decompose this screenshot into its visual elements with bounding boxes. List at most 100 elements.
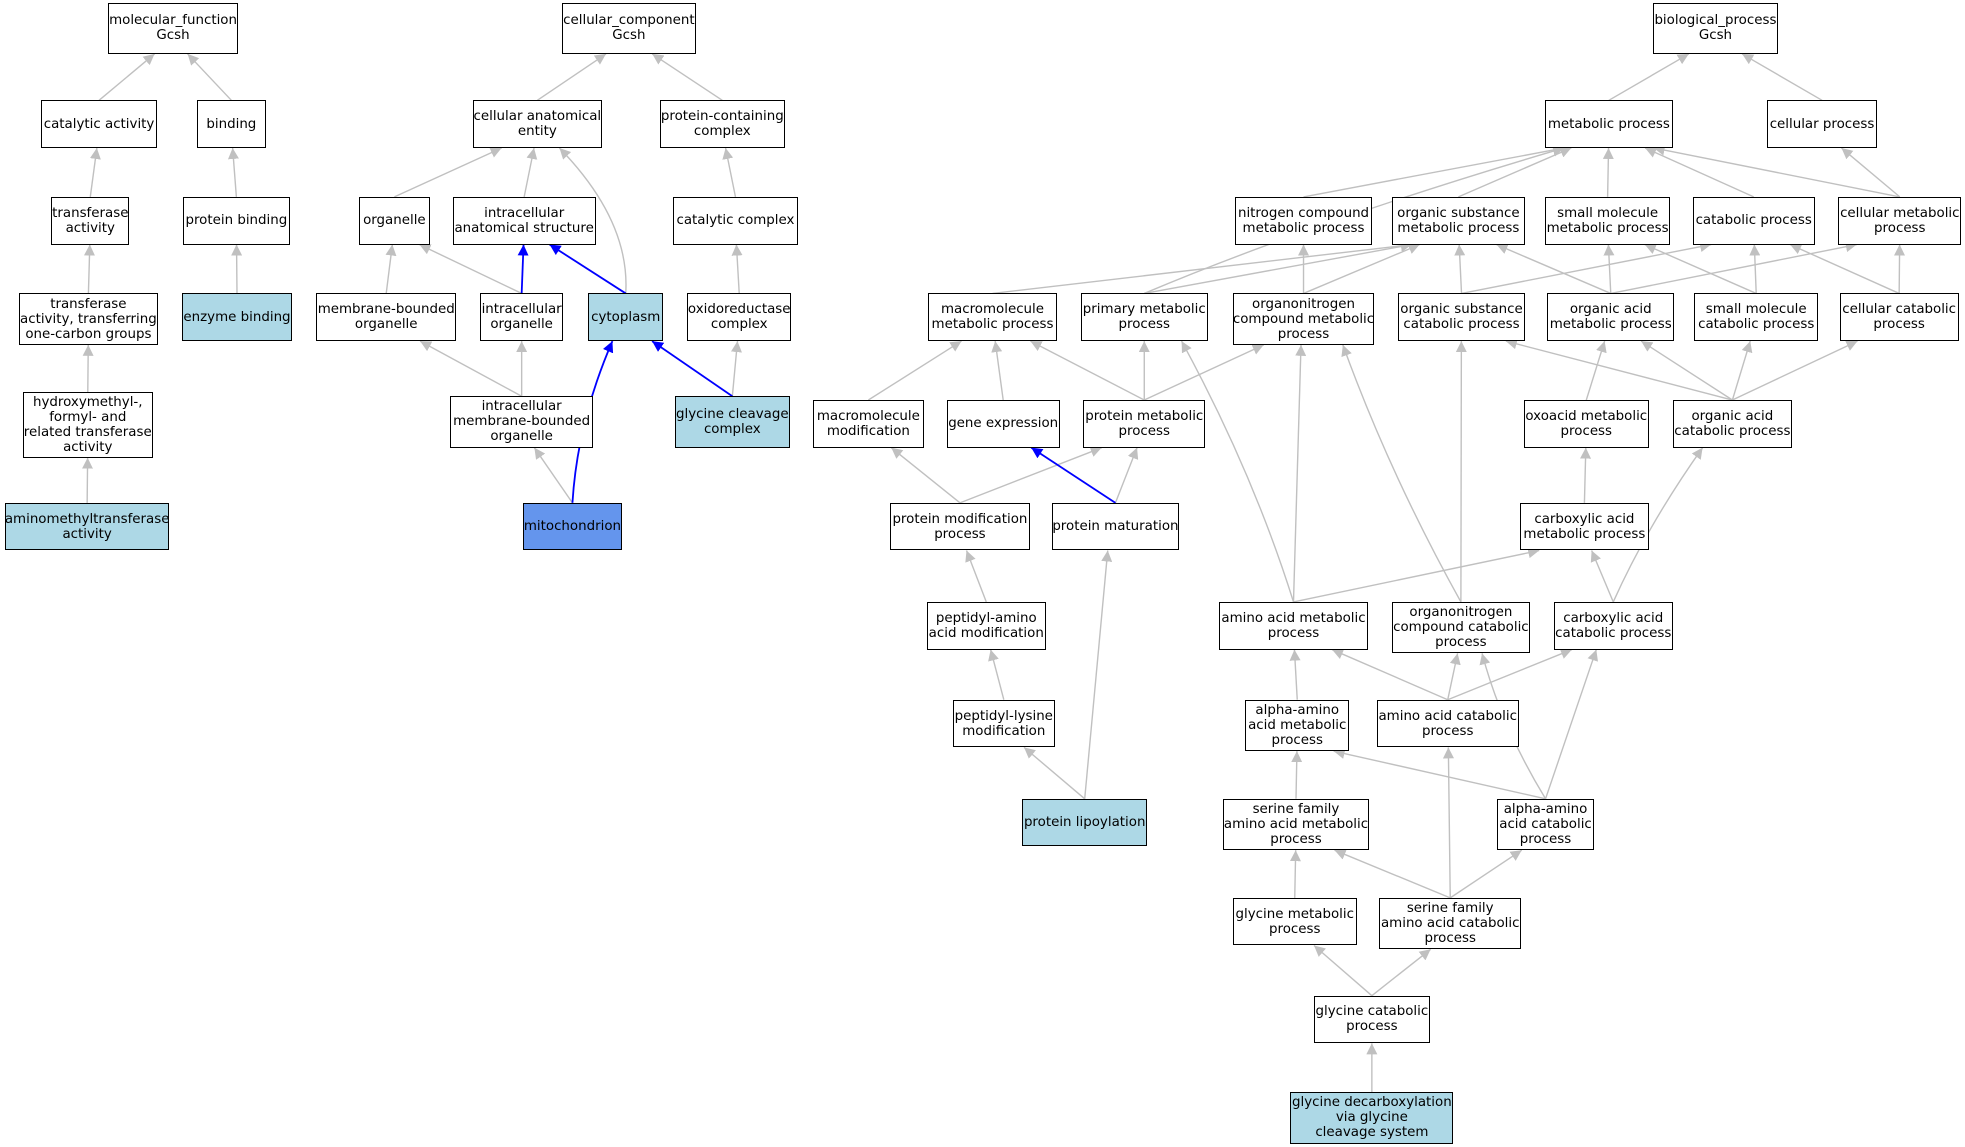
- edge-pam-to-pmod: [965, 550, 987, 603]
- edge-oscp-to-catabolic: [1461, 241, 1712, 295]
- edge-cellular_process-to-bp_root: [1741, 53, 1823, 101]
- node-organic-acid-catabolic-process[interactable]: organic acid catabolic process: [1672, 400, 1792, 448]
- node-enzyme-binding[interactable]: enzyme binding: [181, 293, 293, 342]
- node-biological-process-root[interactable]: biological_process Gcsh: [1652, 2, 1779, 54]
- node-serine-family-amino-acid-metabolic-process[interactable]: serine family amino acid metabolic proce…: [1222, 798, 1370, 851]
- node-catabolic-process[interactable]: catabolic process: [1692, 196, 1815, 245]
- node-organonitrogen-compound-metabolic-process[interactable]: organonitrogen compound metabolic proces…: [1232, 293, 1375, 345]
- node-cellular-process[interactable]: cellular process: [1766, 100, 1878, 148]
- node-macromolecule-modification[interactable]: macromolecule modification: [812, 400, 925, 448]
- edge-cacp-to-camp: [1590, 550, 1614, 603]
- edge-smmp-to-metabolic: [1602, 147, 1614, 197]
- node-catalytic-activity[interactable]: catalytic activity: [41, 100, 157, 148]
- node-nitrogen-compound-metabolic-process[interactable]: nitrogen compound metabolic process: [1235, 196, 1372, 245]
- edge-oxred_complex-to-catalytic_complex: [731, 244, 743, 294]
- node-glycine-cleavage-complex[interactable]: glycine cleavage complex: [674, 396, 790, 448]
- node-alpha-amino-acid-catabolic-process[interactable]: alpha-amino acid catabolic process: [1497, 798, 1594, 851]
- node-cellular-catabolic-process[interactable]: cellular catabolic process: [1839, 293, 1959, 342]
- edge-alpha_cp-to-cacp: [1544, 649, 1598, 800]
- node-organic-substance-catabolic-process[interactable]: organic substance catabolic process: [1398, 293, 1525, 342]
- edge-aacp-to-occp: [1447, 653, 1461, 700]
- node-cellular-metabolic-process[interactable]: cellular metabolic process: [1838, 196, 1962, 245]
- node-binding[interactable]: binding: [196, 100, 266, 148]
- edge-glycp-to-sfcp: [1371, 948, 1432, 997]
- edge-pmat-to-gene_expr: [1030, 446, 1116, 504]
- edge-gcc-to-oxred_complex: [730, 341, 742, 397]
- edge-glycp-to-glymp: [1313, 944, 1373, 997]
- node-carboxylic-acid-catabolic-process[interactable]: carboxylic acid catabolic process: [1553, 601, 1673, 650]
- node-protein-containing-complex[interactable]: protein-containing complex: [659, 100, 785, 148]
- edge-oamp-to-cmp: [1610, 241, 1857, 295]
- edge-ncmp-to-metabolic: [1303, 144, 1565, 198]
- edge-oacp-to-oamp: [1640, 340, 1733, 401]
- node-oxoacid-metabolic-process[interactable]: oxoacid metabolic process: [1523, 400, 1649, 448]
- node-protein-binding[interactable]: protein binding: [183, 196, 290, 245]
- node-organic-acid-metabolic-process[interactable]: organic acid metabolic process: [1547, 293, 1675, 342]
- node-glycine-catabolic-process[interactable]: glycine catabolic process: [1314, 995, 1430, 1044]
- node-amino-acid-metabolic-process[interactable]: amino acid metabolic process: [1218, 601, 1369, 650]
- node-transferase-activity[interactable]: transferase activity: [51, 196, 130, 245]
- edge-imbo-to-mbo: [419, 340, 522, 397]
- node-metabolic-process[interactable]: metabolic process: [1544, 100, 1673, 148]
- edge-plip-to-pmat: [1084, 550, 1113, 799]
- node-aminomethyltransferase-activity[interactable]: aminomethyltransferase activity: [5, 502, 169, 551]
- node-protein-metabolic-process[interactable]: protein metabolic process: [1083, 400, 1206, 448]
- node-primary-metabolic-process[interactable]: primary metabolic process: [1080, 293, 1208, 342]
- node-membrane-bounded-organelle[interactable]: membrane-bounded organelle: [316, 293, 457, 342]
- node-cytoplasm[interactable]: cytoplasm: [588, 293, 664, 342]
- node-serine-family-amino-acid-catabolic-process[interactable]: serine family amino acid catabolic proce…: [1379, 897, 1522, 950]
- edge-aacp-to-aamp: [1331, 648, 1449, 701]
- node-intracellular-organelle[interactable]: intracellular organelle: [480, 293, 564, 342]
- node-peptidyl-amino-acid-modification[interactable]: peptidyl-amino acid modification: [926, 601, 1046, 650]
- node-hydroxymethyl-transferase[interactable]: hydroxymethyl-, formyl- and related tran…: [22, 392, 153, 458]
- edge-mbo-to-organelle: [385, 244, 397, 294]
- edge-pcc-to-cc_root: [651, 53, 723, 101]
- edge-ocmp-to-osmp: [1303, 243, 1420, 295]
- node-organelle[interactable]: organelle: [358, 196, 431, 245]
- node-mitochondrion[interactable]: mitochondrion: [522, 502, 622, 551]
- edge-aamp-to-pmp: [1180, 340, 1295, 603]
- node-protein-maturation[interactable]: protein maturation: [1052, 502, 1179, 551]
- node-molecular-function-root[interactable]: molecular_function Gcsh: [107, 2, 239, 54]
- node-catalytic-complex[interactable]: catalytic complex: [673, 196, 798, 245]
- edge-ias-to-cae: [523, 147, 538, 198]
- node-small-molecule-metabolic-process[interactable]: small molecule metabolic process: [1544, 196, 1671, 245]
- edge-smcp-to-smmp: [1644, 243, 1757, 295]
- edge-aamp-to-camp: [1293, 547, 1540, 603]
- edge-sfcp-to-alpha_cp: [1449, 849, 1523, 899]
- node-macromolecule-metabolic-process[interactable]: macromolecule metabolic process: [927, 293, 1058, 342]
- node-alpha-amino-acid-metabolic-process[interactable]: alpha-amino acid metabolic process: [1245, 699, 1350, 752]
- edge-mmod-to-mmp: [868, 340, 962, 401]
- node-glycine-decarboxylation-via-glycine-cleavage-system[interactable]: glycine decarboxylation via glycine clea…: [1290, 1092, 1454, 1144]
- node-intracellular-membrane-bounded-organelle[interactable]: intracellular membrane-bounded organelle: [450, 396, 594, 448]
- node-organic-substance-metabolic-process[interactable]: organic substance metabolic process: [1391, 196, 1525, 245]
- edge-metabolic-to-bp_root: [1608, 53, 1690, 101]
- node-cellular-anatomical-entity[interactable]: cellular anatomical entity: [472, 100, 602, 148]
- node-carboxylic-acid-metabolic-process[interactable]: carboxylic acid metabolic process: [1519, 502, 1649, 551]
- node-oxidoreductase-complex[interactable]: oxidoreductase complex: [687, 293, 792, 342]
- node-small-molecule-catabolic-process[interactable]: small molecule catabolic process: [1694, 293, 1819, 342]
- node-intracellular-anatomical-structure[interactable]: intracellular anatomical structure: [452, 196, 596, 245]
- node-organonitrogen-compound-catabolic-process[interactable]: organonitrogen compound catabolic proces…: [1391, 601, 1530, 654]
- edge-oacp-to-ccp: [1732, 340, 1858, 401]
- edge-aamp-to-ocmp: [1292, 344, 1307, 602]
- edge-mito-to-imbo: [533, 447, 574, 504]
- edge-cytoplasm-to-cae: [558, 147, 627, 294]
- edge-transferase-to-catalytic: [89, 147, 101, 197]
- node-amino-acid-catabolic-process[interactable]: amino acid catabolic process: [1376, 699, 1519, 748]
- edge-cytoplasm-to-ias: [549, 243, 627, 295]
- edge-sfcp-to-sfmp: [1334, 849, 1451, 899]
- edge-io-to-organelle: [419, 243, 522, 295]
- node-glycine-metabolic-process[interactable]: glycine metabolic process: [1232, 897, 1357, 946]
- node-protein-lipoylation[interactable]: protein lipoylation: [1022, 798, 1148, 847]
- node-gene-expression[interactable]: gene expression: [946, 400, 1060, 448]
- node-transferase-one-carbon[interactable]: transferase activity, transferring one-c…: [18, 293, 158, 345]
- edge-cmp-to-metabolic: [1653, 144, 1900, 198]
- node-protein-modification-process[interactable]: protein modification process: [890, 502, 1030, 551]
- node-cellular-component-root[interactable]: cellular_component Gcsh: [561, 2, 696, 54]
- node-peptidyl-lysine-modification[interactable]: peptidyl-lysine modification: [953, 699, 1055, 748]
- edge-pmat-to-prot_mp: [1114, 447, 1139, 504]
- edge-pmod-to-prot_mp: [959, 446, 1102, 504]
